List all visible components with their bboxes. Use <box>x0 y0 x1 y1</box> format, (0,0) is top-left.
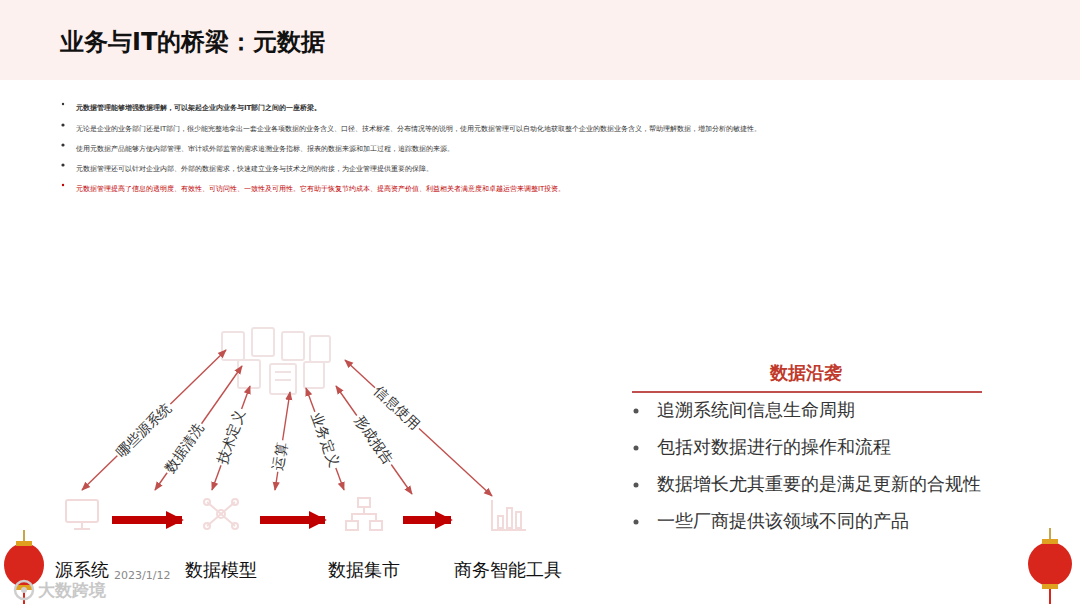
stage-label: 数据集市 <box>325 558 403 582</box>
title-band <box>0 0 1080 80</box>
watermark-logo <box>15 581 33 599</box>
stage-node: 数据模型 <box>182 494 260 582</box>
slide-title: 业务与IT的桥梁：元数据 <box>60 26 325 58</box>
arrow-label: 技术定义 <box>213 406 249 468</box>
watermark: 大数跨境 <box>38 580 106 600</box>
flow-connector <box>260 516 325 524</box>
intro-text: 使用元数据产品能够方便内部管理、审计或外部监管的需求追溯业务指标、报表的数据来源… <box>76 145 454 153</box>
flow-arrow <box>306 388 344 490</box>
panel-bullet: 追溯系统间信息生命周期 <box>657 399 855 421</box>
flow-connector <box>112 516 182 524</box>
panel-bullet: 数据增长尤其重要的是满足更新的合规性 <box>657 473 981 495</box>
stage-label: 商务智能工具 <box>451 558 565 582</box>
panel-bullet: 包括对数据进行的操作和流程 <box>657 436 891 458</box>
intro-text: 元数据管理还可以针对企业内部、外部的数据需求，快速建立业务与技术之间的衔接，为企… <box>76 165 433 173</box>
date-stamp: 2023/1/12 <box>114 569 170 582</box>
panel-bullet: 一些厂商提供该领域不同的产品 <box>657 510 909 532</box>
panel-bullets <box>634 409 639 525</box>
stage-node: 商务智能工具 <box>451 494 565 582</box>
document-icons <box>222 328 330 394</box>
stage-node: 数据集市 <box>325 494 403 582</box>
arrow-label: 数据清洗 <box>160 419 208 478</box>
arrow-label: 业务定义 <box>307 409 344 471</box>
bullet-dots <box>61 103 64 186</box>
intro-text: 元数据管理提高了信息的透明度、有效性、可访问性、一致性及可用性。它有助于恢复节约… <box>76 185 565 193</box>
flow-arrow <box>345 360 492 496</box>
intro-text: 元数据管理能够增强数据理解，可以架起企业内业务与IT部门之间的一座桥梁。 <box>76 104 321 112</box>
heading-rule <box>632 391 982 393</box>
stage-icon <box>342 494 386 534</box>
stage-icon <box>199 494 243 534</box>
stage-icon <box>60 494 104 534</box>
lantern-right <box>1028 528 1072 604</box>
arrow-label: 运算 <box>269 439 290 473</box>
stage-label: 数据模型 <box>182 558 260 582</box>
stage-icon <box>486 494 530 534</box>
stage-node: 源系统 <box>52 494 112 582</box>
arrow-label: 形成报告 <box>350 411 398 470</box>
arrow-label: 信息使用 <box>369 381 424 434</box>
panel-heading: 数据沿袭 <box>770 362 842 384</box>
flow-arrow <box>212 386 250 490</box>
arrow-label: 哪些源系统 <box>111 398 176 462</box>
stage-label: 源系统 <box>52 558 112 582</box>
flow-connector <box>403 516 451 524</box>
intro-text: 无论是企业的业务部门还是IT部门，很少能完整地拿出一套企业各项数据的业务含义、口… <box>76 125 761 133</box>
